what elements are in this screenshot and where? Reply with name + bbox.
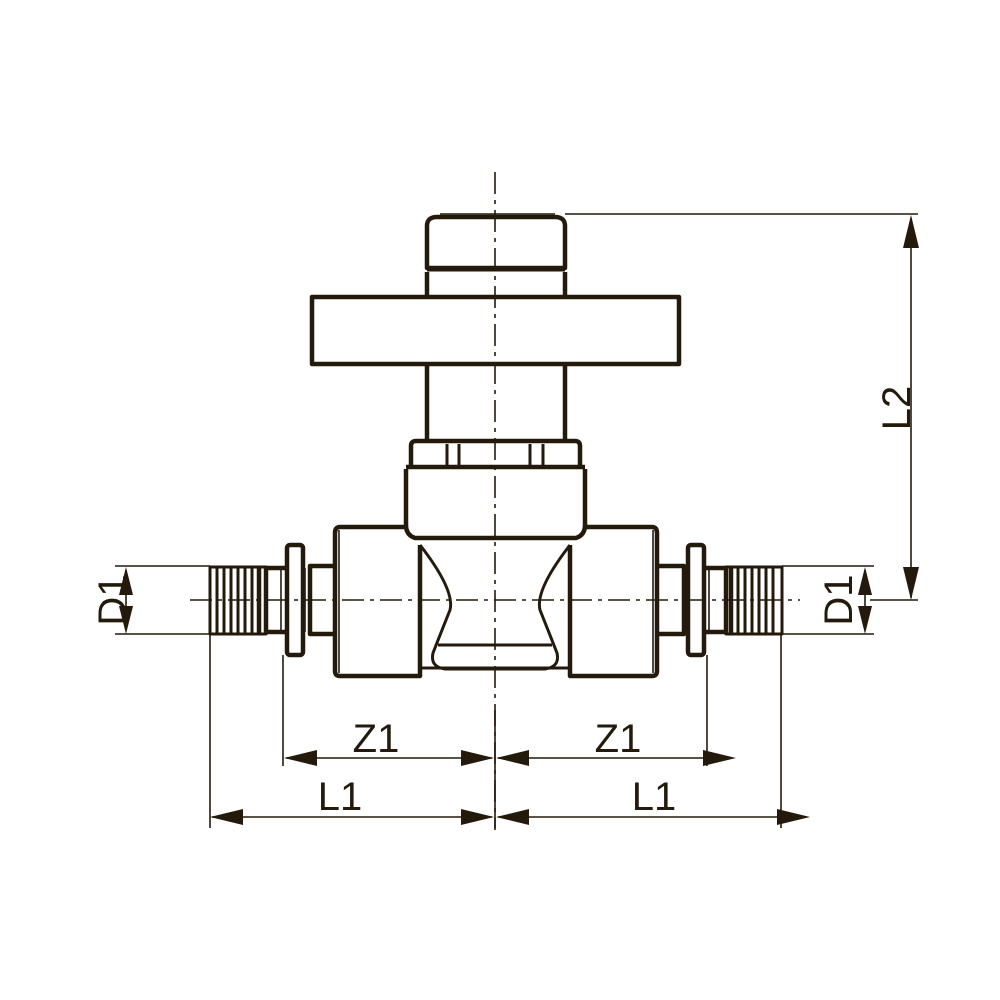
gland-nut	[406, 438, 585, 470]
dimension-z1-left: Z1	[284, 717, 494, 766]
dimension-l1-right: L1	[496, 775, 810, 825]
left-connector	[208, 542, 335, 658]
label-l1-right: L1	[632, 775, 677, 819]
label-z1-right: Z1	[595, 717, 642, 761]
label-d1-left: D1	[91, 574, 135, 625]
label-d1-right: D1	[817, 574, 861, 625]
dimension-l2: L2	[875, 215, 919, 600]
dimension-z1-right: Z1	[496, 717, 736, 766]
extension-lines	[115, 213, 918, 828]
right-connector	[657, 542, 784, 658]
dimension-l1-left: L1	[210, 775, 494, 825]
wall-rosette	[309, 294, 682, 367]
label-l1-left: L1	[318, 775, 363, 819]
top-cap	[424, 213, 568, 296]
dimension-d1-right: D1	[817, 567, 872, 634]
label-z1-left: Z1	[353, 717, 400, 761]
bonnet	[403, 469, 588, 541]
label-l2: L2	[875, 386, 919, 431]
valve-body	[332, 524, 660, 679]
dimension-d1-left: D1	[91, 567, 135, 634]
stem	[424, 364, 568, 440]
